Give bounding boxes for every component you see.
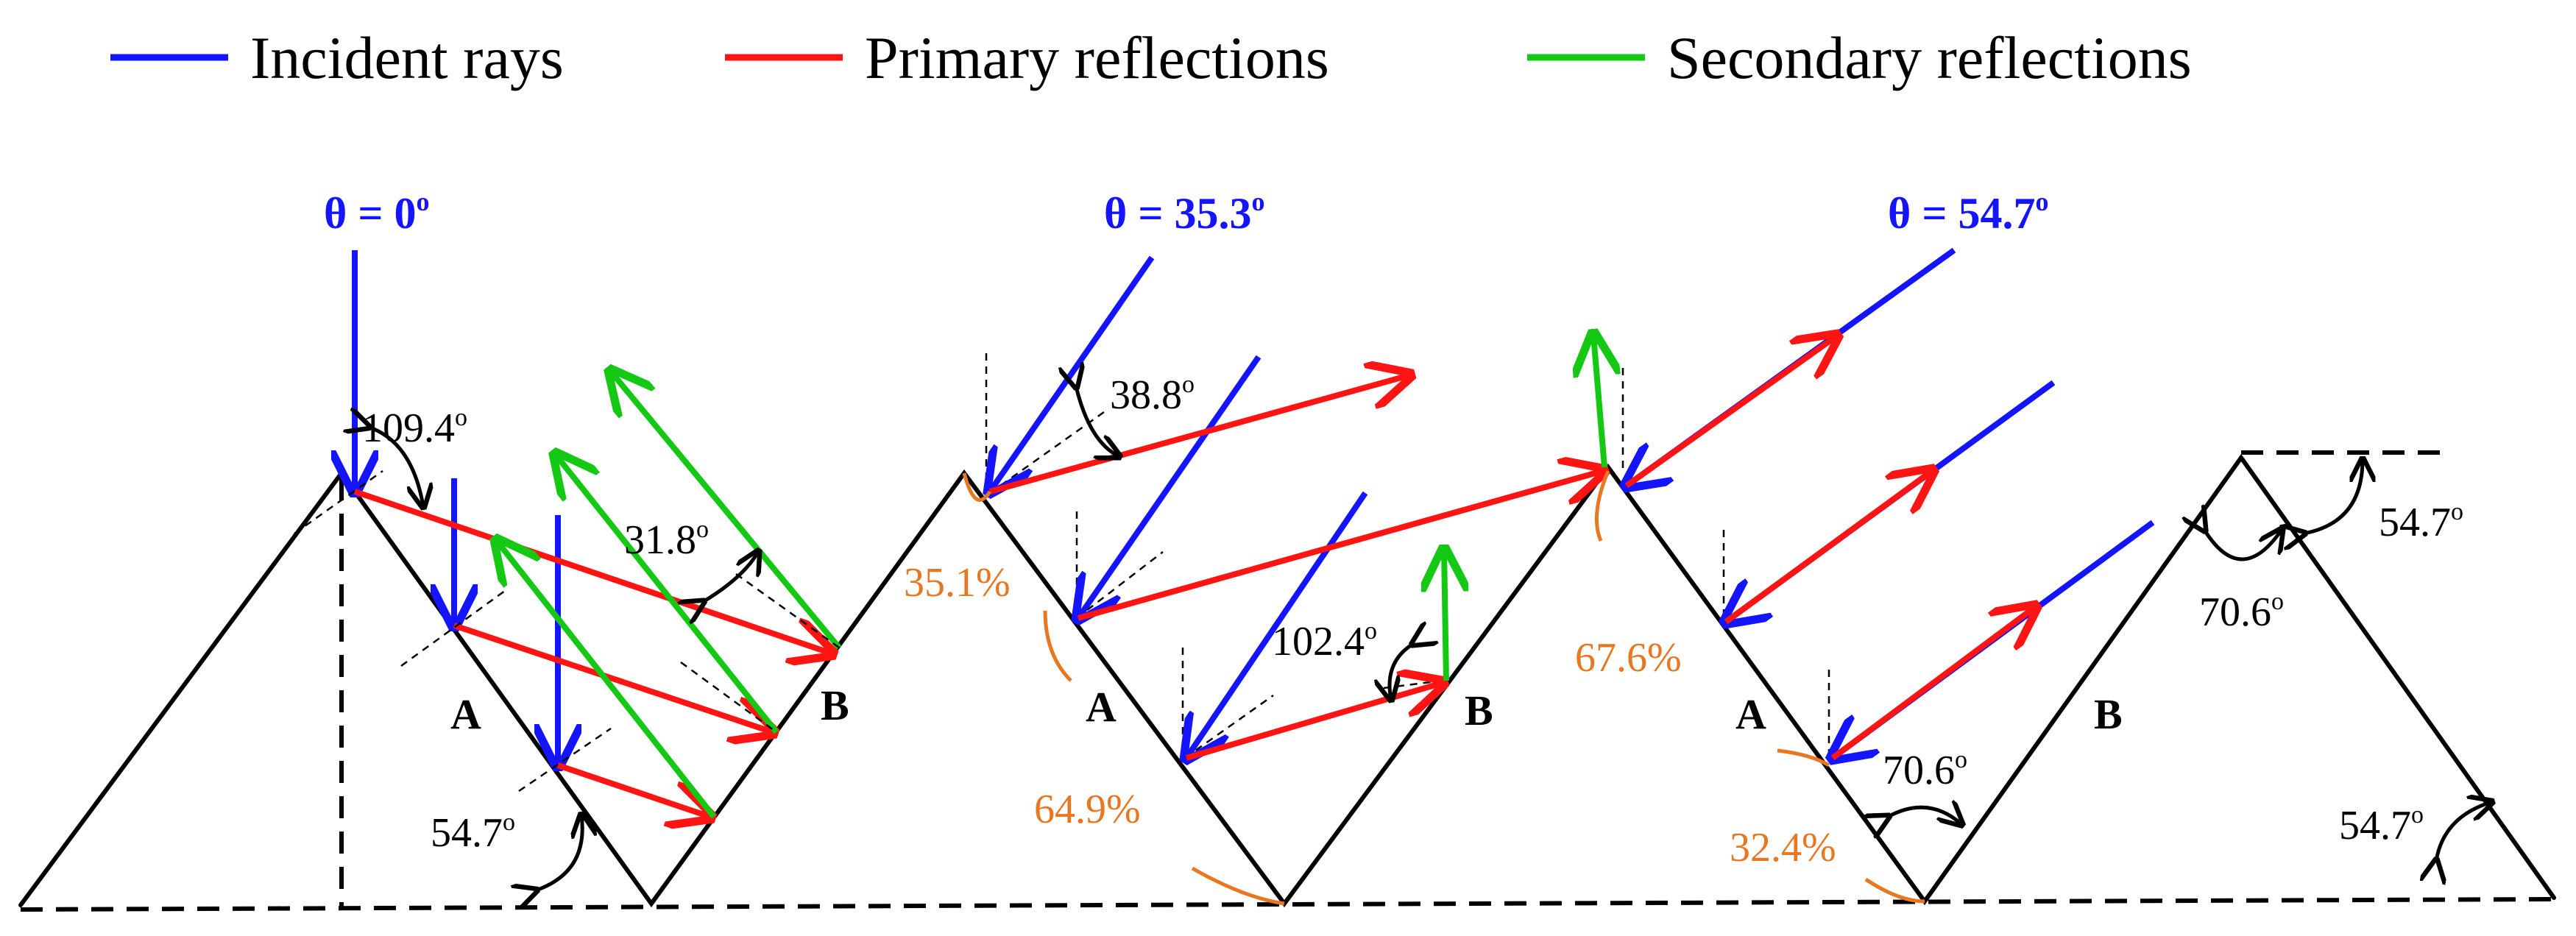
p4-apex-left-arc: [2204, 530, 2282, 561]
p3-face-a-label: A: [1735, 690, 1766, 738]
p1-normal-1: [294, 469, 383, 535]
p1-normal-5: [680, 661, 777, 734]
pyramid-outline: [18, 453, 2556, 908]
p4-apex-left-label: 70.6o: [2199, 588, 2284, 635]
p1-secondary-reflection-2: [556, 455, 779, 734]
p3-pct-valley-label: 32.4%: [1730, 825, 1836, 871]
p3-apex-percent-arc: [1594, 470, 1610, 542]
p1-mid-angle-arc: [703, 552, 758, 602]
p2-secondary-reflection-1: [1444, 550, 1446, 681]
p2-incident-ray-2: [1078, 355, 1262, 618]
p1-base-angle-arc: [536, 815, 582, 890]
p2-primary-reflection-2: [1077, 471, 1603, 621]
legend: Incident rays Primary reflections Second…: [110, 24, 2192, 91]
p1-mid-angle-label: 31.8o: [624, 516, 709, 563]
p1-secondary-reflection-3: [497, 541, 717, 819]
p1-apex-angle-label: 109.4o: [362, 404, 467, 451]
p3-pct-apex-label: 67.6%: [1575, 635, 1682, 681]
panel-theta-54: θ = 54.7o 67.6% 32.4% 70.6o A B: [1575, 187, 2155, 904]
p3-valley-angle-arc: [1888, 807, 1961, 824]
p4-apex-right-label: 54.7o: [2379, 498, 2463, 545]
pyramid-profile: [18, 450, 2556, 912]
p2-mid-percent-arc: [1043, 610, 1072, 682]
legend-secondary-label: Secondary reflections: [1667, 24, 2192, 91]
p3-primary-reflection-2: [1724, 471, 1932, 625]
p4-base-angle-arc: [2436, 802, 2491, 861]
p2-incident-ray-3: [1186, 491, 1368, 758]
p2-pct-apex-label: 35.1%: [904, 560, 1011, 606]
p2-mid-angle-arc: [1390, 644, 1413, 699]
legend-incident-label: Incident rays: [250, 24, 564, 91]
p1-face-a-label: A: [450, 690, 481, 738]
panel-3-theta-label: θ = 54.7o: [1888, 187, 2049, 238]
p3-secondary-reflection-1: [1593, 335, 1604, 468]
p1-face-b-label: B: [821, 681, 849, 729]
p4-apex-right-arc: [2304, 460, 2363, 533]
p2-top-angle-label: 38.8o: [1110, 371, 1195, 418]
panel-theta-35: θ = 35.3o 35.1% 64.9% 38.8o 102.: [904, 187, 1603, 906]
p2-valley-percent-arc: [1191, 866, 1285, 906]
p3-primary-reflection-3: [1830, 607, 2035, 761]
p2-top-angle-arc: [1076, 386, 1119, 456]
p1-secondary-reflection-1: [611, 372, 842, 650]
legend-primary-label: Primary reflections: [865, 24, 1329, 91]
p3-valley-percent-arc: [1864, 877, 1925, 904]
p3-valley-angle-label: 70.6o: [1883, 746, 1967, 793]
p2-face-a-label: A: [1086, 683, 1117, 731]
p1-primary-reflection-3: [556, 762, 710, 817]
p1-normal-2: [400, 587, 509, 667]
panel-theta-0: θ = 0o 109.4o 31.8o 54.7o: [294, 187, 849, 890]
p2-apex-percent-arc: [962, 472, 992, 502]
p1-primary-reflection-2: [453, 623, 773, 732]
p4-base-angle-label: 54.7o: [2339, 801, 2424, 848]
p3-primary-reflection-1: [1624, 336, 1836, 489]
p2-pct-valley-label: 64.9%: [1034, 787, 1141, 832]
p1-normal-3: [518, 727, 612, 793]
p1-base-angle-label: 54.7o: [431, 809, 515, 856]
panel-2-theta-label: θ = 35.3o: [1104, 187, 1265, 238]
p2-face-b-label: B: [1465, 687, 1493, 734]
p2-mid-angle-label: 102.4o: [1272, 617, 1377, 664]
p2-primary-reflection-3: [1185, 683, 1443, 761]
p2-normal-3: [1184, 694, 1274, 759]
p3-mid-percent-arc: [1777, 748, 1830, 767]
panel-1-theta-label: θ = 0o: [324, 187, 430, 238]
p2-normal-1: [989, 411, 1105, 494]
p2-primary-reflection-1: [988, 375, 1409, 494]
p1-apex-angle-arc: [368, 427, 423, 506]
p3-face-b-label: B: [2094, 690, 2123, 738]
panel-geometry: 70.6o 54.7o 54.7o: [2199, 460, 2491, 861]
p1-primary-reflection-1: [353, 489, 832, 653]
